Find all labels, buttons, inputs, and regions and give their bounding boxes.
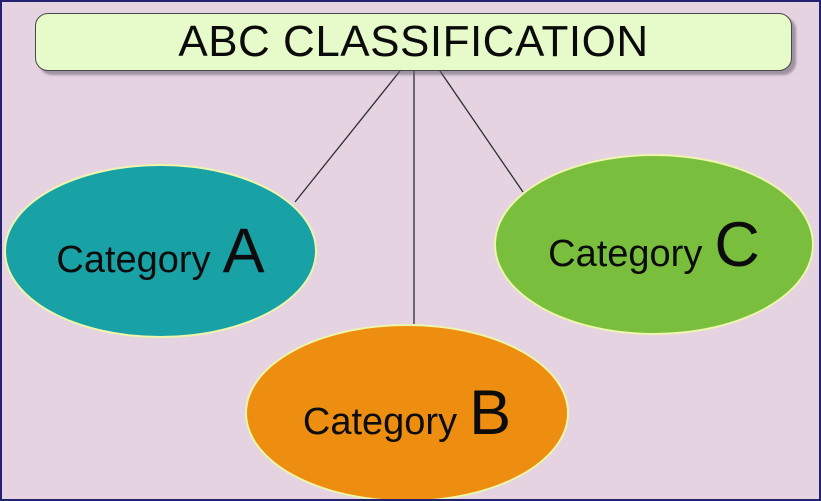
ellipse-category-c: Category C bbox=[494, 154, 814, 335]
connector-line-title-to-a bbox=[294, 70, 401, 203]
category-b-letter: B bbox=[469, 378, 512, 448]
category-c-label-prefix: Category bbox=[548, 232, 703, 275]
category-c-label: Category C bbox=[548, 209, 760, 281]
category-a-label-prefix: Category bbox=[56, 239, 211, 281]
category-b-label-prefix: Category bbox=[302, 401, 458, 443]
connector-line-title-to-c bbox=[439, 70, 524, 193]
title-box: ABC CLASSIFICATION bbox=[35, 13, 792, 71]
ellipse-category-b: Category B bbox=[245, 324, 569, 499]
category-b-label: Category B bbox=[303, 377, 511, 449]
category-a-label: Category A bbox=[56, 215, 264, 287]
category-c-letter: C bbox=[714, 209, 760, 280]
category-a-letter: A bbox=[222, 216, 265, 286]
ellipse-category-a: Category A bbox=[4, 164, 317, 338]
diagram-title: ABC CLASSIFICATION bbox=[178, 17, 649, 66]
